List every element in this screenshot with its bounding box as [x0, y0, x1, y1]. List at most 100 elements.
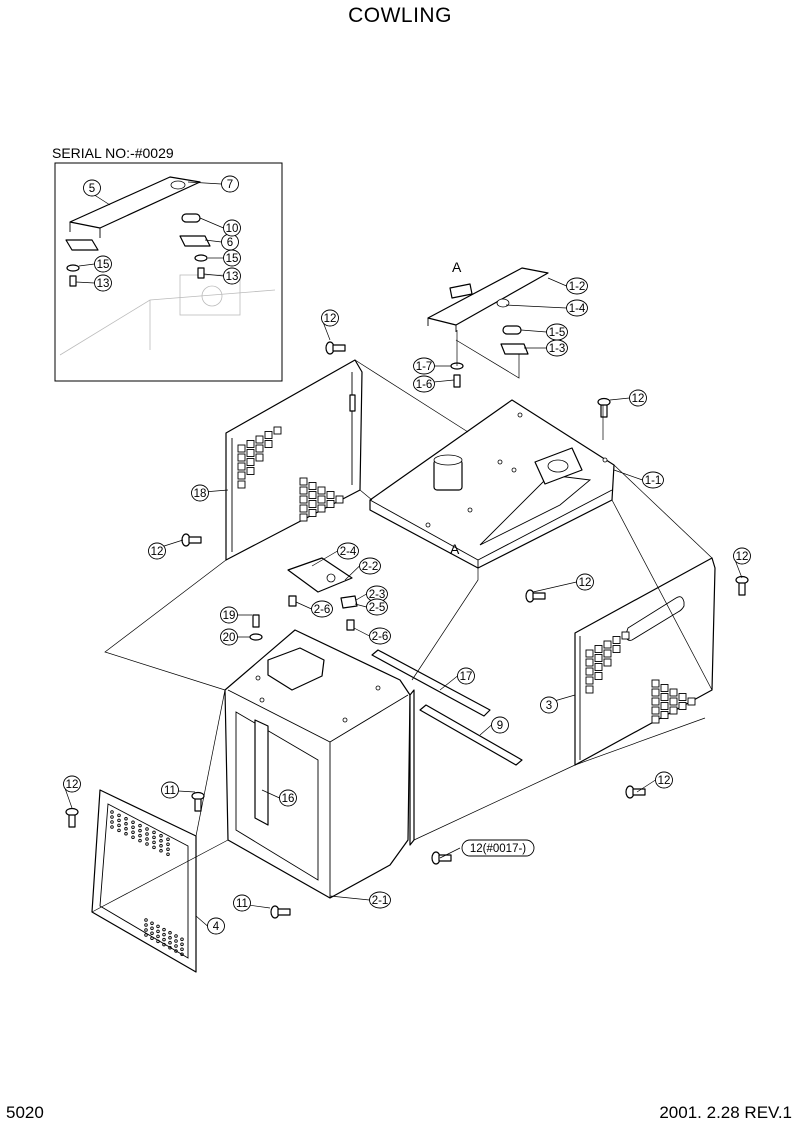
mesh-hole [174, 939, 178, 943]
callout-text: 12 [66, 779, 79, 791]
mesh-hole [145, 842, 149, 846]
small-cover-screws [249, 595, 355, 641]
mesh-hole [144, 928, 148, 932]
callout-text: 3 [546, 700, 552, 712]
vent-cell [669, 688, 678, 697]
vent-cell [660, 702, 669, 710]
vent-cell [660, 693, 669, 701]
vent-cell [273, 426, 282, 435]
vent-cell [594, 672, 603, 680]
left-panel-vent-grid [237, 426, 282, 489]
callout-text: 7 [227, 179, 233, 191]
vent-cell [612, 636, 621, 644]
mesh-hole [138, 838, 142, 843]
callout-text: 2-5 [369, 602, 386, 614]
callout-15-9: 15 [208, 249, 241, 267]
mesh-hole [152, 840, 156, 845]
callout-5: 5 [83, 179, 111, 206]
mesh-hole [138, 823, 142, 828]
callout-7: 7 [187, 175, 239, 193]
vent-cell [603, 658, 612, 667]
callout-1-4: 1-4 [505, 299, 588, 317]
callout-17: 17 [439, 667, 475, 691]
vent-cell [660, 684, 669, 692]
mesh-hole [168, 931, 172, 935]
vent-cell [237, 453, 246, 462]
left-side-panel [225, 359, 363, 561]
callout-12--0017--: 12(#0017-) [439, 839, 535, 859]
callout-text: 15 [97, 259, 110, 271]
callout-12-4: 12 [733, 547, 751, 579]
vent-cell [585, 658, 594, 667]
callout-text: 1-6 [416, 379, 433, 391]
mesh-hole [159, 839, 163, 843]
callout-text: 2-3 [369, 589, 386, 601]
mesh-hole [156, 939, 160, 944]
callout-15: 15 [78, 255, 112, 273]
right-panel-vent-grid-lower [651, 679, 696, 724]
vent-cell [594, 654, 603, 662]
callout-text: 1-1 [645, 475, 662, 487]
mesh-hole [124, 832, 128, 836]
callout-20: 20 [220, 628, 250, 646]
base-plate [369, 399, 615, 569]
vent-cell [255, 444, 264, 453]
vent-cell [317, 504, 326, 513]
vent-cell [246, 458, 255, 466]
vent-cell [299, 495, 308, 504]
vent-cell [299, 486, 308, 495]
vent-cell [651, 715, 660, 724]
vent-cell [299, 504, 308, 513]
vent-cell [594, 663, 603, 671]
callout-text: 12 [632, 393, 645, 405]
vent-cell [308, 482, 317, 490]
callout-1-5: 1-5 [520, 323, 568, 341]
mesh-hole [150, 931, 154, 935]
vent-cell [678, 702, 687, 710]
mesh-hole [138, 828, 142, 833]
mesh-hole [138, 833, 142, 838]
callout-text: 18 [194, 488, 207, 500]
callout-text: 2-4 [340, 546, 357, 558]
mesh-hole [124, 822, 128, 826]
mesh-hole [162, 942, 166, 947]
mesh-hole [162, 927, 166, 932]
vent-cell [308, 509, 317, 517]
mesh-hole [110, 810, 114, 814]
mesh-hole [166, 847, 170, 851]
callout-text: 16 [282, 793, 295, 805]
vent-cell [299, 477, 308, 486]
left-panel-vent-grid-lower [299, 477, 344, 522]
callout-16: 16 [261, 789, 297, 807]
callout-3: 3 [540, 694, 576, 714]
callout-text: 13 [226, 271, 239, 283]
vent-cell [246, 449, 255, 457]
vent-cell [585, 676, 594, 685]
vent-cell [651, 706, 660, 715]
vent-cell [308, 491, 317, 499]
vent-cell [255, 453, 264, 462]
callout-text: 10 [226, 223, 239, 235]
callout-2-1: 2-1 [329, 891, 391, 909]
right-panel-vent-grid [585, 631, 630, 694]
mesh-hole [168, 936, 172, 940]
vent-cell [669, 706, 678, 715]
mesh-hole [174, 949, 178, 953]
bolt [181, 533, 202, 547]
callout-2-3: 2-3 [355, 585, 388, 603]
mesh-hole [156, 924, 160, 929]
callout-text: 2-2 [362, 561, 379, 573]
callout-13: 13 [75, 274, 112, 292]
mesh-hole [144, 933, 148, 937]
callout-text: 19 [223, 610, 236, 622]
mesh-hole [159, 849, 163, 853]
callout-2-5: 2-5 [354, 598, 388, 616]
section-marker-a-top: A [452, 259, 462, 275]
vent-cell [237, 471, 246, 480]
mesh-hole [131, 835, 135, 839]
vent-cell [603, 649, 612, 658]
callout-1-7: 1-7 [413, 357, 451, 375]
bolt [597, 397, 611, 418]
mesh-hole [144, 923, 148, 927]
rail-17 [371, 649, 491, 717]
